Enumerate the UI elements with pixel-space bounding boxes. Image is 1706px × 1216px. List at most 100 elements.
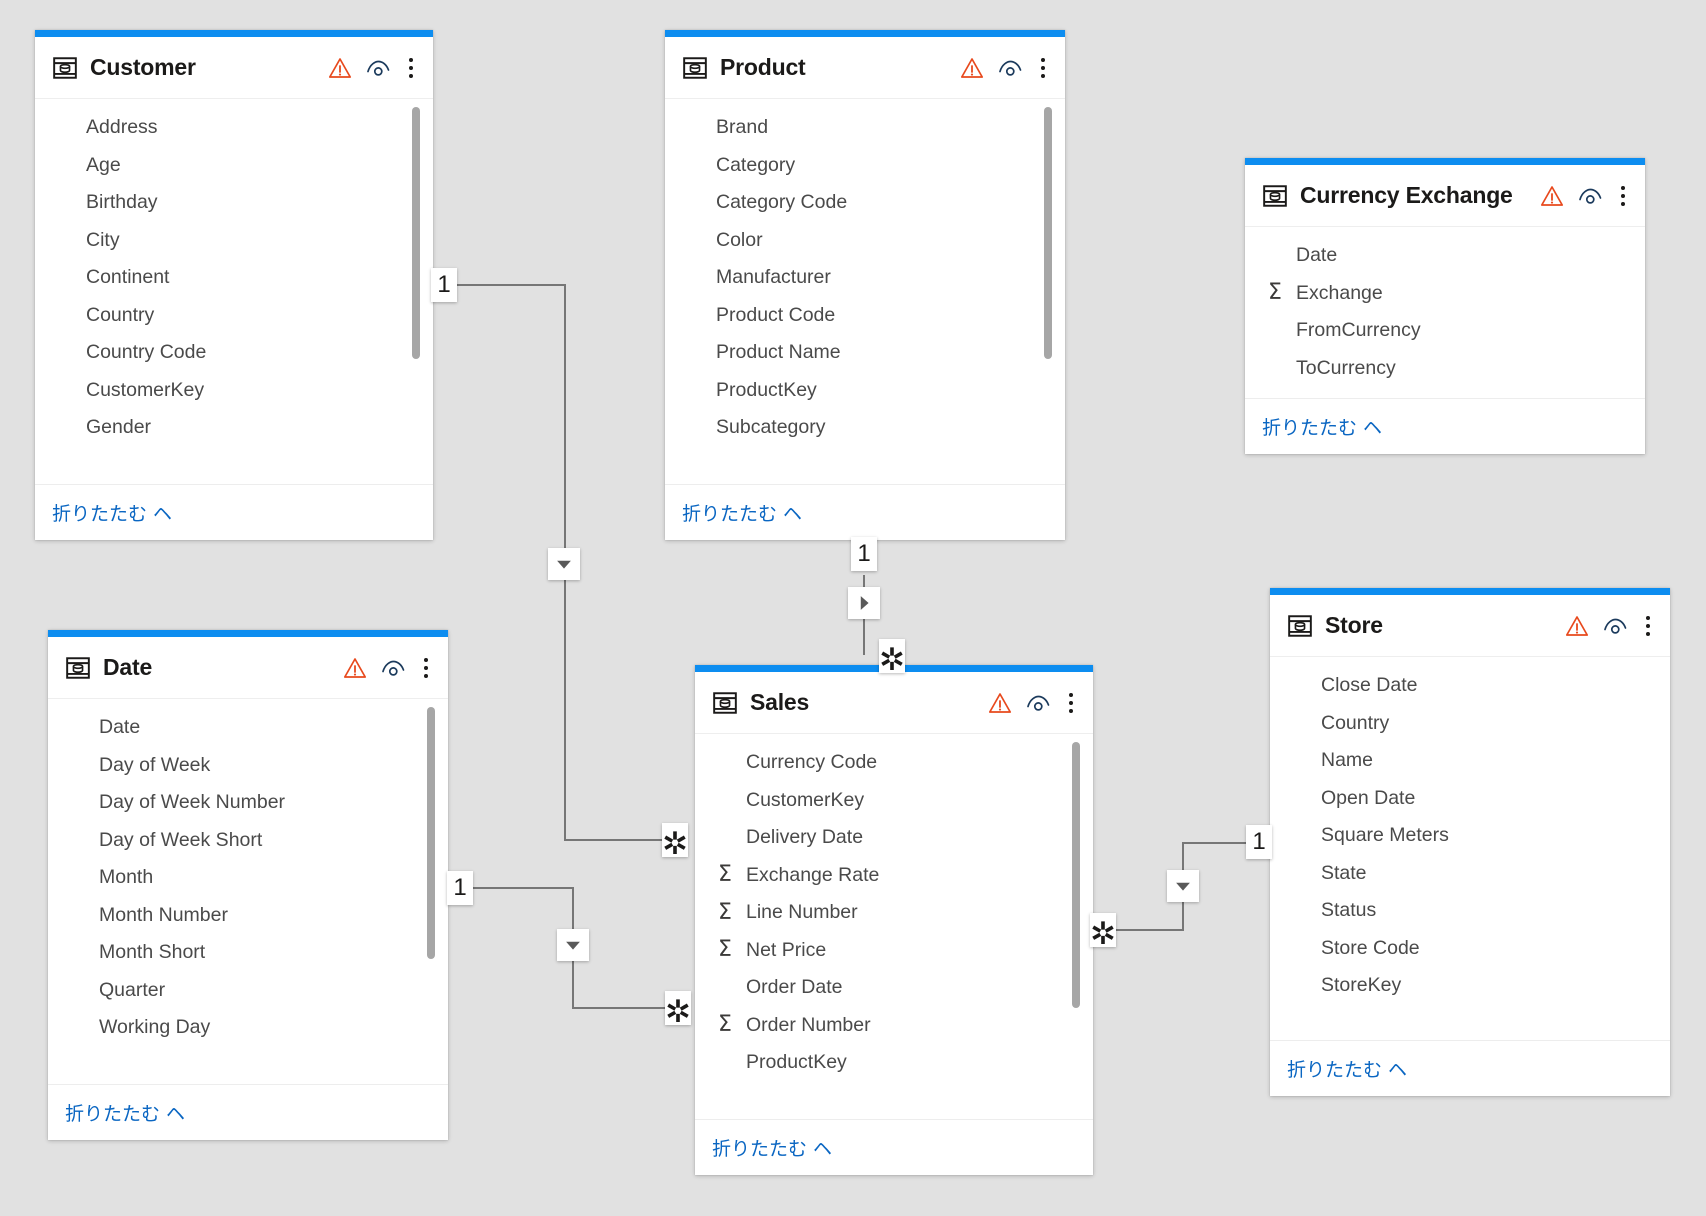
collapse-link[interactable]: 折りたたむ ヘ [682,503,803,525]
warning-icon[interactable] [1539,183,1565,209]
card-footer[interactable]: 折りたたむ ヘ [48,1084,448,1140]
field-row[interactable]: CustomerKey [35,372,433,410]
field-row[interactable]: Working Day [48,1009,448,1047]
cardinality-badge-many-product-sales[interactable]: ✲ [879,639,905,675]
field-row[interactable]: Day of Week Number [48,784,448,822]
cardinality-badge-many-customer-sales[interactable]: ✲ [662,823,688,859]
hidden-eye-icon[interactable] [380,655,406,681]
field-list[interactable]: Date Day of Week Day of Week Number Day … [48,699,448,1084]
warning-icon[interactable] [987,690,1013,716]
field-row[interactable]: Country Code [35,334,433,372]
field-row[interactable]: Quarter [48,972,448,1010]
card-header[interactable]: Date [48,637,448,699]
card-header[interactable]: Customer [35,37,433,99]
field-row[interactable]: Color [665,222,1065,260]
field-list[interactable]: Brand Category Category Code Color Manuf… [665,99,1065,484]
field-row[interactable]: Delivery Date [695,819,1093,857]
card-footer[interactable]: 折りたたむ ヘ [695,1119,1093,1175]
field-row[interactable]: FromCurrency [1245,312,1645,350]
more-options-icon[interactable] [1640,613,1656,639]
vertical-scrollbar[interactable] [412,107,420,359]
card-header[interactable]: Store [1270,595,1670,657]
hidden-eye-icon[interactable] [1602,613,1628,639]
more-options-icon[interactable] [418,655,434,681]
collapse-link[interactable]: 折りたたむ ヘ [52,503,173,525]
field-list[interactable]: Close Date Country Name Open Date Square… [1270,657,1670,1040]
field-row[interactable]: Currency Code [695,744,1093,782]
warning-icon[interactable] [342,655,368,681]
hidden-eye-icon[interactable] [1577,183,1603,209]
vertical-scrollbar[interactable] [1072,742,1080,1008]
collapse-link[interactable]: 折りたたむ ヘ [65,1103,186,1125]
cross-filter-direction-icon-customer-sales[interactable] [548,548,580,580]
field-row[interactable]: Country [35,297,433,335]
hidden-eye-icon[interactable] [365,55,391,81]
field-row[interactable]: Month [48,859,448,897]
field-list[interactable]: Address Age Birthday City Continent Coun… [35,99,433,484]
hidden-eye-icon[interactable] [997,55,1023,81]
more-options-icon[interactable] [1615,183,1631,209]
field-row[interactable]: Date [48,709,448,747]
card-header-actions[interactable] [342,655,434,681]
more-options-icon[interactable] [403,55,419,81]
field-row[interactable]: Manufacturer [665,259,1065,297]
field-row[interactable]: Month Number [48,897,448,935]
card-header-actions[interactable] [987,690,1079,716]
more-options-icon[interactable] [1035,55,1051,81]
card-footer[interactable]: 折りたたむ ヘ [35,484,433,540]
warning-icon[interactable] [959,55,985,81]
field-row[interactable]: Product Code [665,297,1065,335]
field-row[interactable]: Product Name [665,334,1065,372]
vertical-scrollbar[interactable] [427,707,435,959]
field-list[interactable]: Currency Code CustomerKey Delivery Date … [695,734,1093,1119]
cross-filter-direction-icon-product-sales[interactable] [848,587,880,619]
card-footer[interactable]: 折りたたむ ヘ [1245,398,1645,454]
field-row[interactable]: Age [35,147,433,185]
card-header[interactable]: Currency Exchange [1245,165,1645,227]
warning-icon[interactable] [327,55,353,81]
vertical-scrollbar[interactable] [1044,107,1052,359]
field-row[interactable]: Status [1270,892,1670,930]
cardinality-badge-one-customer-sales[interactable]: 1 [431,268,457,302]
field-row[interactable]: Name [1270,742,1670,780]
table-card-store[interactable]: Store [1270,588,1670,1096]
field-row[interactable]: Gender [35,409,433,447]
cardinality-badge-many-store-sales[interactable]: ✲ [1090,913,1116,949]
cardinality-badge-many-date-sales[interactable]: ✲ [665,991,691,1027]
field-row[interactable]: ToCurrency [1245,350,1645,388]
field-row[interactable]: Country [1270,705,1670,743]
card-footer[interactable]: 折りたたむ ヘ [665,484,1065,540]
more-options-icon[interactable] [1063,690,1079,716]
field-row[interactable]: Continent [35,259,433,297]
cardinality-badge-one-store-sales[interactable]: 1 [1246,825,1272,859]
table-card-customer[interactable]: Customer [35,30,433,540]
field-row[interactable]: Open Date [1270,780,1670,818]
field-row[interactable]: Category [665,147,1065,185]
field-row[interactable]: Month Short [48,934,448,972]
table-card-sales[interactable]: Sales [695,665,1093,1175]
field-row[interactable]: CustomerKey [695,782,1093,820]
collapse-link[interactable]: 折りたたむ ヘ [1262,417,1383,439]
field-row[interactable]: State [1270,855,1670,893]
field-row[interactable]: Date [1245,237,1645,275]
card-header[interactable]: Sales [695,672,1093,734]
field-row[interactable]: Address [35,109,433,147]
hidden-eye-icon[interactable] [1025,690,1051,716]
table-card-product[interactable]: Product [665,30,1065,540]
field-row[interactable]: Day of Week Short [48,822,448,860]
card-header-actions[interactable] [1539,183,1631,209]
field-row[interactable]: Birthday [35,184,433,222]
field-row[interactable]: ProductKey [665,372,1065,410]
collapse-link[interactable]: 折りたたむ ヘ [1287,1059,1408,1081]
card-header-actions[interactable] [1564,613,1656,639]
field-row[interactable]: Store Code [1270,930,1670,968]
field-row[interactable]: Order Date [695,969,1093,1007]
field-row[interactable]: Close Date [1270,667,1670,705]
field-row[interactable]: StoreKey [1270,967,1670,1005]
field-row[interactable]: Subcategory [665,409,1065,447]
